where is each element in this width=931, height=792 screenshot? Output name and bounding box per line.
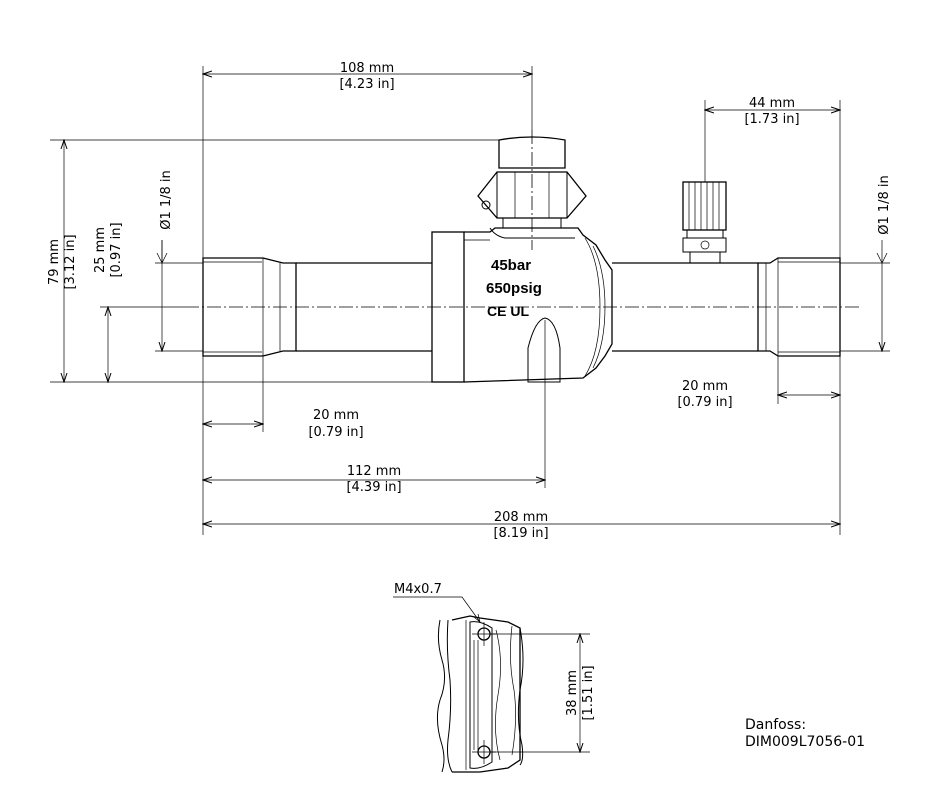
- dim-112-in: [4.39 in]: [346, 480, 401, 495]
- dim-38-mm: 38 mm: [565, 670, 580, 716]
- pressure-psig-mark: 650psig: [486, 280, 542, 297]
- caption-brand: Danfoss:: [745, 717, 807, 733]
- dim-20-left-mm: 20 mm: [313, 408, 359, 423]
- dimensions: 108 mm [4.23 in] 44 mm [1.73 in] 79 mm […: [47, 61, 892, 541]
- dim-20-left-in: [0.79 in]: [308, 425, 363, 440]
- dim-44-mm: 44 mm: [749, 96, 795, 111]
- cone-plug: [527, 317, 561, 383]
- dim-38-in: [1.51 in]: [581, 665, 596, 720]
- body-markings: 45bar 650psig CE UL: [486, 257, 542, 319]
- dim-108-in: [4.23 in]: [339, 77, 394, 92]
- dim-208-in: [8.19 in]: [493, 526, 548, 541]
- valve-body: [431, 227, 613, 383]
- left-pipe: [296, 262, 432, 352]
- bonnet-nut: [477, 136, 587, 239]
- dim-20-right-in: [0.79 in]: [677, 395, 732, 410]
- dim-112-mm: 112 mm: [347, 464, 401, 479]
- detail-view: 38 mm [1.51 in] M4x0.7: [393, 582, 596, 773]
- thread-label: M4x0.7: [394, 582, 442, 597]
- dim-20-right-mm: 20 mm: [682, 379, 728, 394]
- dim-208-mm: 208 mm: [494, 510, 548, 525]
- dim-108-mm: 108 mm: [340, 61, 394, 76]
- dim-25-mm: 25 mm: [93, 227, 108, 273]
- service-port: [682, 181, 727, 264]
- dim-79-in: [3.12 in]: [63, 234, 78, 289]
- dim-diameter-left: Ø1 1/8 in: [159, 170, 174, 230]
- dim-44-in: [1.73 in]: [744, 112, 799, 127]
- drawing-caption: Danfoss: DIM009L7056-01: [745, 717, 865, 751]
- dim-25-in: [0.97 in]: [109, 222, 124, 277]
- caption-drawing-id: DIM009L7056-01: [745, 734, 866, 750]
- valve-elevation: 45bar 650psig CE UL: [185, 130, 860, 383]
- dim-79-mm: 79 mm: [47, 239, 62, 285]
- dim-diameter-right: Ø1 1/8 in: [877, 175, 892, 235]
- pressure-bar-mark: 45bar: [491, 257, 531, 274]
- right-pipe: [612, 262, 758, 352]
- certification-mark: CE UL: [487, 303, 529, 319]
